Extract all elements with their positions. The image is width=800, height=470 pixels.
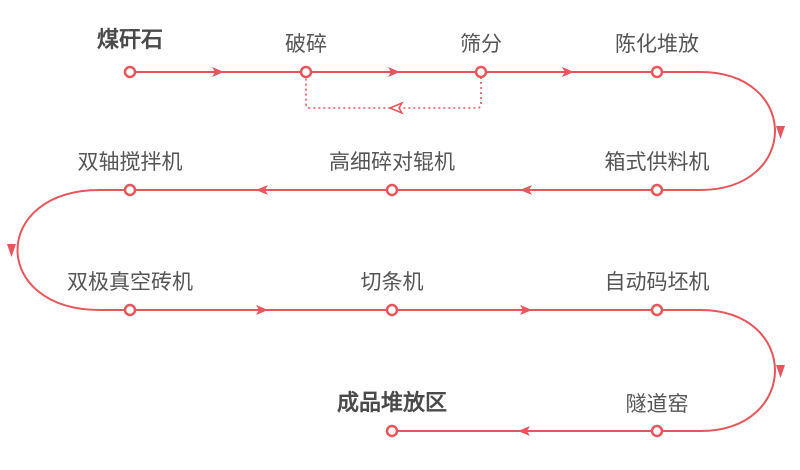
node-label-end: 成品堆放区 — [336, 391, 448, 416]
arrow-r2-b — [256, 185, 268, 195]
node-strip-cutter — [385, 303, 399, 317]
node-label-twin-shaft-mixer: 双轴搅拌机 — [77, 150, 183, 174]
node-label-aging-storage: 陈化堆放 — [615, 32, 699, 56]
connector-row-3 — [100, 309, 776, 432]
node-aging-storage — [650, 65, 664, 79]
arrow-r1-a — [212, 67, 224, 77]
node-vacuum-brick-machine — [123, 303, 137, 317]
arrow-r2-a — [520, 185, 532, 195]
node-auto-stacker — [650, 303, 664, 317]
node-label-roller-crusher: 高细碎对辊机 — [329, 150, 455, 174]
node-box-feeder — [650, 183, 664, 197]
node-label-start: 煤矸石 — [96, 28, 164, 53]
arrow-r3-b — [520, 305, 532, 315]
arrow-r1-c — [562, 67, 574, 77]
arrow-curve-right-2 — [776, 365, 785, 378]
node-screening — [474, 65, 488, 79]
node-end — [385, 424, 399, 438]
node-label-box-feeder: 箱式供料机 — [604, 150, 710, 174]
node-label-crushing: 破碎 — [285, 32, 327, 56]
node-label-strip-cutter: 切条机 — [360, 270, 424, 294]
connector-row-2 — [16, 189, 700, 311]
node-label-vacuum-brick-machine: 双极真空砖机 — [67, 270, 193, 294]
node-label-screening: 筛分 — [460, 32, 502, 56]
connector-row-1 — [130, 71, 776, 191]
arrow-recycle — [388, 101, 404, 115]
arrow-r3-a — [256, 305, 268, 315]
arrow-curve-left — [7, 244, 16, 257]
node-label-tunnel-kiln: 隧道窑 — [625, 392, 689, 416]
node-start — [123, 65, 137, 79]
node-twin-shaft-mixer — [123, 183, 137, 197]
node-label-auto-stacker: 自动码坯机 — [604, 270, 710, 294]
recycle-loop-line — [305, 72, 482, 109]
node-roller-crusher — [385, 183, 399, 197]
arrow-r1-b — [388, 67, 400, 77]
node-crushing — [299, 65, 313, 79]
node-tunnel-kiln — [650, 424, 664, 438]
arrow-r4-a — [518, 426, 530, 436]
arrow-curve-right-1 — [776, 126, 785, 139]
